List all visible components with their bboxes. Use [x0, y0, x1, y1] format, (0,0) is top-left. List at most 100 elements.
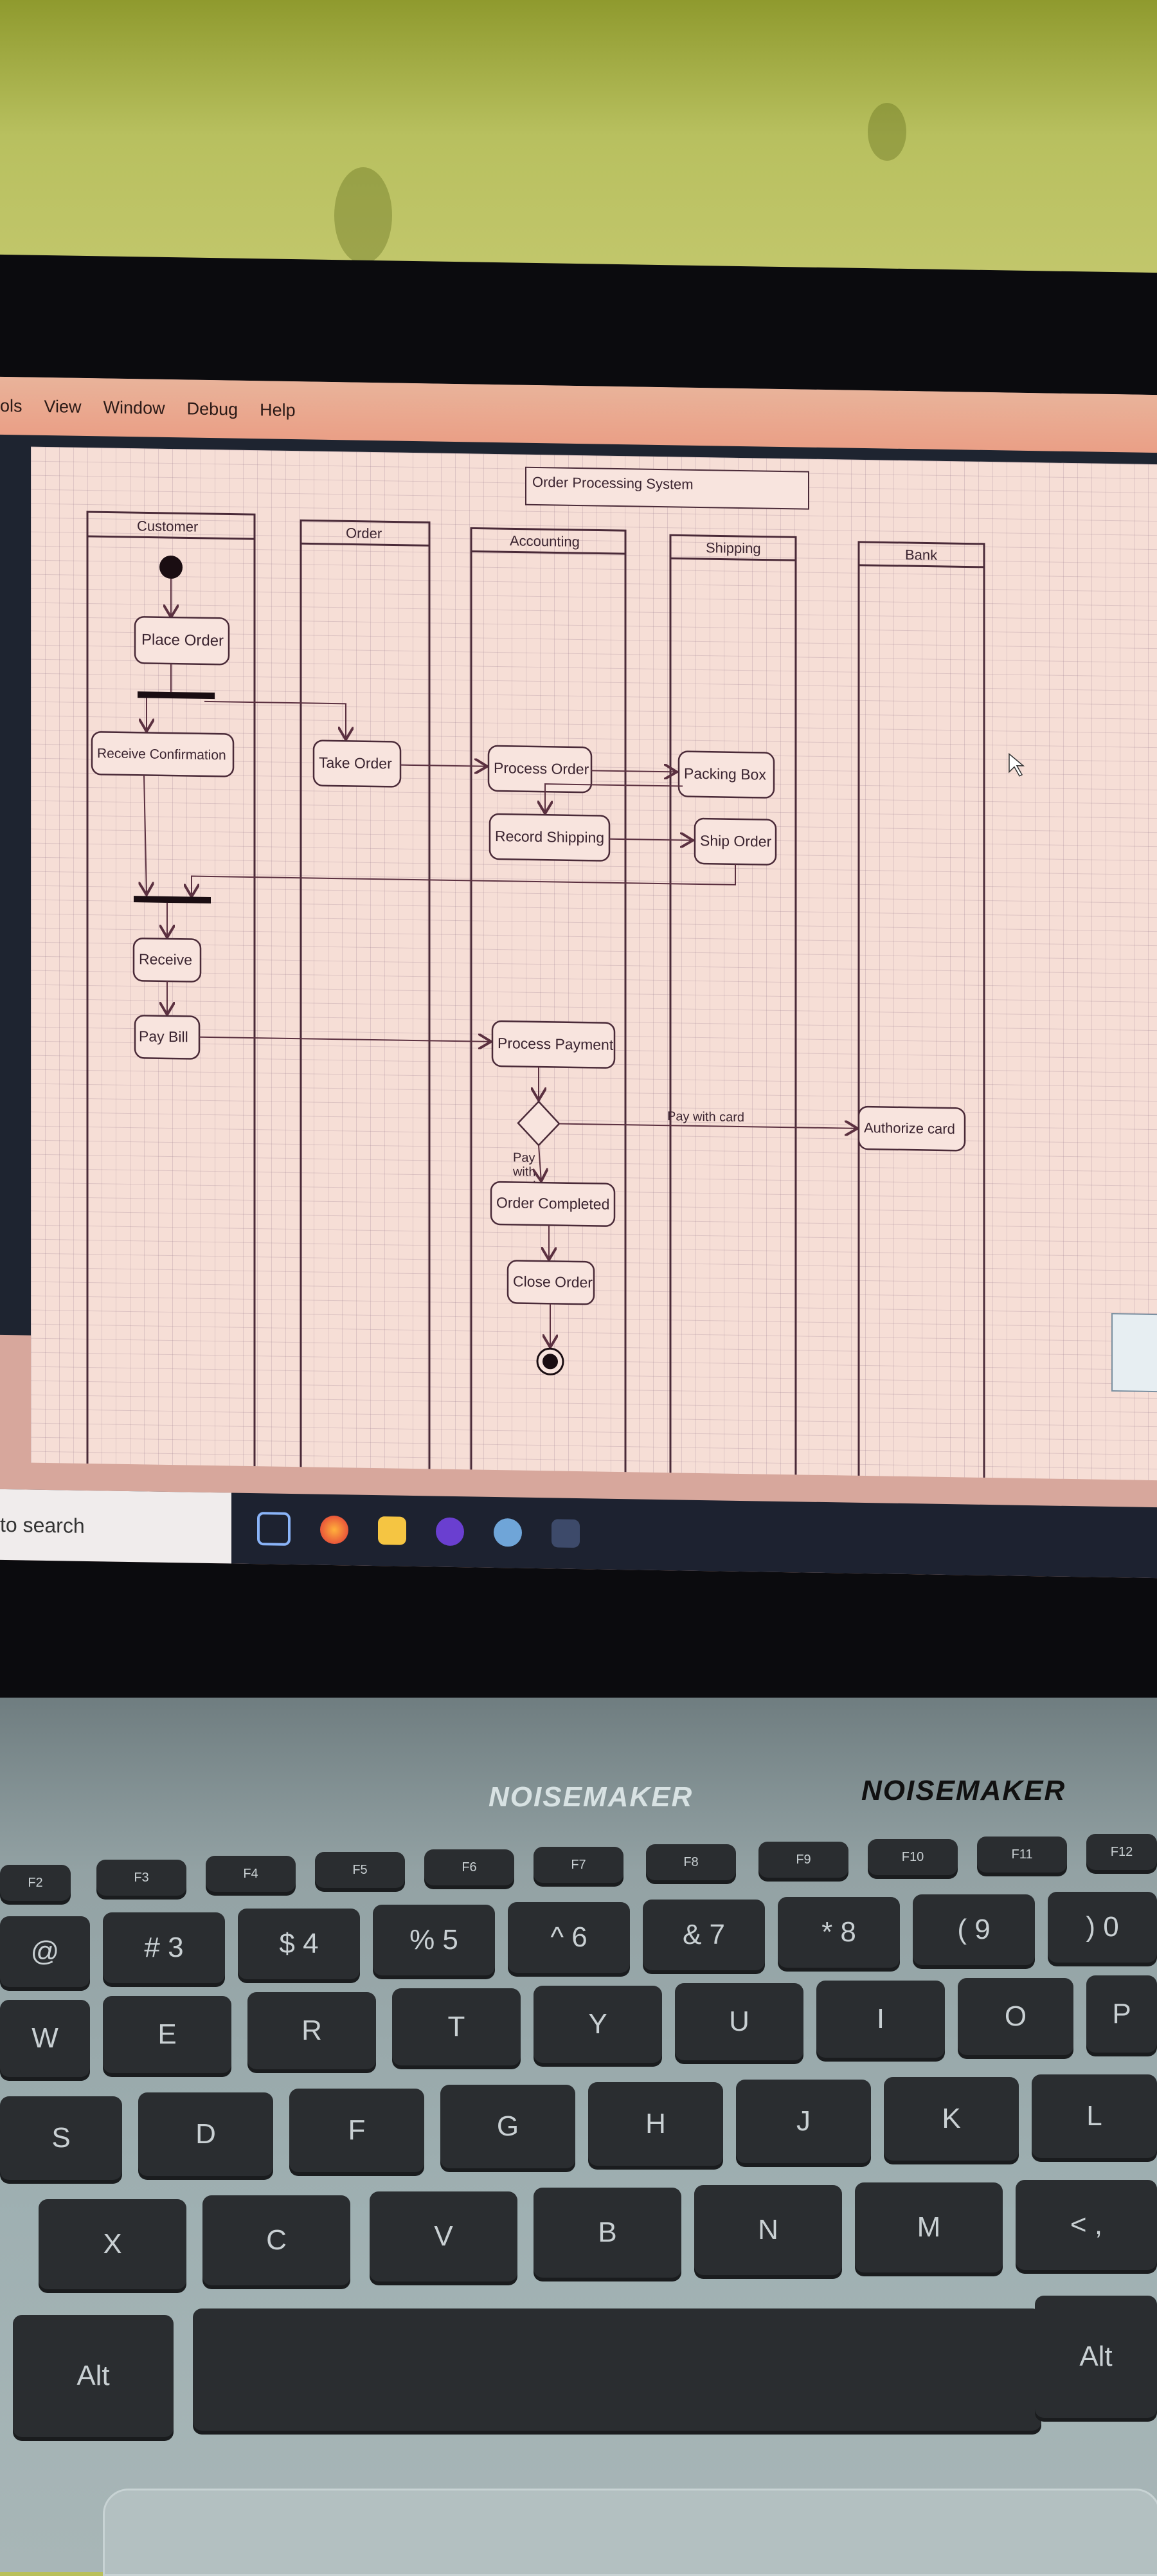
action-close-order[interactable]: Close Order: [507, 1260, 595, 1305]
key-f12[interactable]: F12: [1086, 1834, 1157, 1870]
action-label: Packing Box: [684, 765, 766, 783]
staruml-icon[interactable]: [552, 1519, 580, 1548]
key-d[interactable]: D: [138, 2092, 273, 2176]
key-i[interactable]: I: [816, 1981, 945, 2058]
key-c[interactable]: C: [202, 2195, 350, 2285]
mouse-cursor-icon: [1009, 752, 1025, 777]
key-r[interactable]: R: [247, 1992, 376, 2069]
swimlane-bank[interactable]: Bank: [857, 541, 985, 1481]
key-6[interactable]: ^ 6: [508, 1902, 630, 1973]
key-f11[interactable]: F11: [977, 1837, 1067, 1873]
key-7[interactable]: & 7: [643, 1900, 765, 1970]
key-f9[interactable]: F9: [758, 1842, 848, 1878]
action-pay-bill[interactable]: Pay Bill: [134, 1015, 201, 1060]
key-g[interactable]: G: [440, 2085, 575, 2168]
firefox-icon[interactable]: [320, 1515, 348, 1545]
action-label: Close Order: [513, 1273, 593, 1291]
activity-diagram: Order Processing System Customer Order A…: [86, 466, 1157, 1481]
final-node[interactable]: [536, 1347, 564, 1375]
key-o[interactable]: O: [958, 1978, 1073, 2055]
key-5[interactable]: % 5: [373, 1905, 495, 1975]
decision-node[interactable]: [517, 1100, 561, 1147]
action-process-payment[interactable]: Process Payment: [491, 1020, 616, 1069]
menu-item-tools[interactable]: ols: [0, 395, 22, 415]
taskbar-search-box[interactable]: to search: [0, 1489, 231, 1564]
key-m[interactable]: M: [855, 2182, 1003, 2272]
menu-item-debug[interactable]: Debug: [186, 398, 238, 419]
diagram-thumbnail[interactable]: [1111, 1313, 1157, 1393]
menu-item-window[interactable]: Window: [103, 397, 165, 418]
action-label: Receive Confirmation: [97, 746, 226, 763]
swimlane-shipping[interactable]: Shipping: [669, 534, 797, 1481]
key-2[interactable]: @: [0, 1916, 90, 1987]
swimlane-accounting[interactable]: Accounting: [470, 527, 627, 1481]
app-icon-2[interactable]: [494, 1518, 522, 1547]
diagram-canvas[interactable]: Order Processing System Customer Order A…: [31, 446, 1157, 1481]
action-label: Place Order: [141, 631, 224, 649]
taskbar-icons: [257, 1512, 580, 1550]
key-f2[interactable]: F2: [0, 1865, 71, 1901]
diagram-title: Order Processing System: [532, 474, 694, 493]
lane-label-accounting: Accounting: [510, 532, 580, 550]
action-order-completed[interactable]: Order Completed: [490, 1181, 616, 1227]
key-s[interactable]: S: [0, 2096, 122, 2180]
action-receive-confirmation[interactable]: Receive Confirmation: [91, 731, 235, 777]
menu-item-help[interactable]: Help: [260, 399, 296, 420]
menu-item-view[interactable]: View: [44, 396, 82, 417]
key-4[interactable]: $ 4: [238, 1909, 360, 1979]
key-n[interactable]: N: [694, 2185, 842, 2275]
lane-label-customer: Customer: [137, 518, 198, 534]
key-f[interactable]: F: [289, 2089, 424, 2172]
edge-label-pay-with-card: Pay with card: [667, 1109, 744, 1125]
task-view-icon[interactable]: [257, 1512, 291, 1546]
initial-node[interactable]: [159, 556, 183, 579]
key-j[interactable]: J: [736, 2080, 871, 2163]
fork-bar[interactable]: [138, 691, 215, 700]
key-w[interactable]: W: [0, 2000, 90, 2077]
key-b[interactable]: B: [534, 2188, 681, 2278]
lane-label-order: Order: [346, 525, 382, 541]
key-comma[interactable]: < ,: [1016, 2180, 1157, 2270]
key-y[interactable]: Y: [534, 1986, 662, 2063]
key-f6[interactable]: F6: [424, 1849, 514, 1885]
key-alt-right[interactable]: Alt: [1035, 2296, 1157, 2418]
key-x[interactable]: X: [39, 2199, 186, 2289]
key-f8[interactable]: F8: [646, 1844, 736, 1880]
action-process-order[interactable]: Process Order: [487, 745, 593, 794]
join-bar[interactable]: [134, 896, 211, 904]
touchpad[interactable]: [103, 2489, 1157, 2576]
key-alt-left[interactable]: Alt: [13, 2315, 174, 2437]
action-label: Pay Bill: [139, 1028, 188, 1045]
key-3[interactable]: # 3: [103, 1912, 225, 1983]
key-f3[interactable]: F3: [96, 1860, 186, 1896]
key-l[interactable]: L: [1032, 2074, 1157, 2158]
action-receive[interactable]: Receive: [132, 938, 202, 983]
key-k[interactable]: K: [884, 2077, 1019, 2161]
key-8[interactable]: * 8: [778, 1897, 900, 1968]
diagram-title-box[interactable]: [525, 466, 809, 510]
key-space[interactable]: [193, 2308, 1041, 2431]
key-f4[interactable]: F4: [206, 1856, 296, 1892]
action-place-order[interactable]: Place Order: [134, 616, 230, 666]
swimlane-order[interactable]: Order: [300, 519, 431, 1481]
key-9[interactable]: ( 9: [913, 1894, 1035, 1965]
action-record-shipping[interactable]: Record Shipping: [489, 813, 611, 862]
key-h[interactable]: H: [588, 2082, 723, 2166]
key-f5[interactable]: F5: [315, 1852, 405, 1888]
key-0[interactable]: ) 0: [1048, 1892, 1157, 1963]
key-f7[interactable]: F7: [534, 1847, 623, 1883]
app-icon[interactable]: [436, 1517, 464, 1547]
laptop-screen: ols View Window Debug Help Order Process…: [0, 376, 1157, 1579]
key-t[interactable]: T: [392, 1988, 521, 2065]
action-label: Record Shipping: [495, 828, 604, 846]
action-authorize-card[interactable]: Authorize card: [857, 1105, 966, 1152]
key-f10[interactable]: F10: [868, 1839, 958, 1875]
key-v[interactable]: V: [370, 2191, 517, 2281]
key-p[interactable]: P: [1086, 1975, 1157, 2053]
action-ship-order[interactable]: Ship Order: [694, 817, 777, 866]
action-take-order[interactable]: Take Order: [312, 739, 402, 788]
key-e[interactable]: E: [103, 1996, 231, 2073]
key-u[interactable]: U: [675, 1983, 803, 2060]
action-packing-box[interactable]: Packing Box: [677, 750, 775, 799]
file-explorer-icon[interactable]: [378, 1516, 406, 1545]
